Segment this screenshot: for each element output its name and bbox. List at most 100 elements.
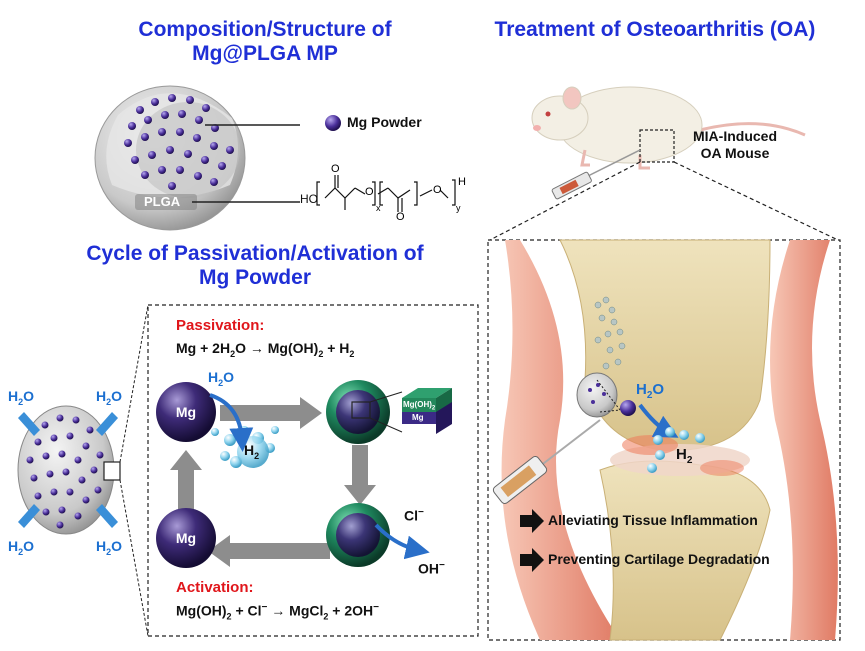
plga-o-right-label: O bbox=[433, 184, 442, 196]
plga-ho-label: HO bbox=[300, 192, 318, 206]
mg-powder-dots-particle bbox=[124, 94, 234, 190]
left-microparticle bbox=[17, 304, 149, 637]
h2o-h: H bbox=[96, 538, 107, 554]
mgoh2-layer-text: Mg(OH) bbox=[403, 400, 432, 409]
cycle-arrows bbox=[170, 397, 376, 567]
chloride-label: Cl− bbox=[404, 507, 424, 524]
h2o-h: H bbox=[96, 388, 107, 404]
activation-eq-c: → MgCl bbox=[267, 602, 324, 619]
water-attack-arrow bbox=[209, 393, 254, 452]
cycle-h2o-label: H2O bbox=[208, 369, 234, 388]
mg-sphere-top-left bbox=[156, 382, 216, 442]
mia-label: MIA-Induced OA Mouse bbox=[690, 128, 780, 162]
injected-particles bbox=[594, 296, 626, 370]
activation-eq-c-sub: 2 bbox=[323, 611, 329, 622]
mouse-syringe bbox=[551, 149, 641, 200]
activation-eq-a-sub: 2 bbox=[226, 611, 232, 622]
h2-h: H bbox=[676, 446, 687, 463]
passivation-eq-b: O → Mg(OH) bbox=[235, 340, 319, 356]
h2-h: H bbox=[244, 442, 255, 458]
plga-o-bottom-label: O bbox=[396, 211, 405, 223]
h2o-o: O bbox=[23, 388, 35, 404]
mouse-knee-box bbox=[639, 129, 675, 163]
mia-label-line1: MIA-Induced bbox=[693, 128, 777, 144]
knee-h2-bubbles bbox=[647, 427, 705, 473]
h2o-label-bottom-left: H2O bbox=[8, 538, 34, 557]
cycle-title: Cycle of Passivation/Activation of Mg Po… bbox=[40, 242, 470, 290]
h2-sub: 2 bbox=[254, 450, 260, 461]
cycle-title-line2: Mg Powder bbox=[198, 266, 311, 289]
mg-powder-legend-dot bbox=[325, 115, 341, 131]
passivation-equation: Mg + 2H2O → Mg(OH)2 + H2 bbox=[176, 340, 354, 359]
activation-eq-b: + Cl bbox=[231, 602, 262, 619]
knee-h2o-label: H2O bbox=[636, 381, 664, 401]
effect-item-1: Alleviating Tissue Inflammation bbox=[548, 512, 758, 528]
cl-sup: − bbox=[418, 507, 424, 518]
composition-title: Composition/Structure of Mg@PLGA MP bbox=[100, 18, 430, 66]
oh-sup: − bbox=[439, 560, 445, 571]
h2o-label-bottom-right: H2O bbox=[96, 538, 122, 557]
effect-arrow-1 bbox=[520, 509, 544, 533]
oh-text: OH bbox=[418, 560, 439, 577]
composition-title-line2: Mg@PLGA MP bbox=[192, 42, 338, 65]
h2o-h: H bbox=[636, 381, 647, 398]
h2o-label-top-left: H2O bbox=[8, 388, 34, 407]
mg-powder-label: Mg Powder bbox=[347, 114, 422, 130]
cycle-h2-label: H2 bbox=[244, 442, 259, 461]
h2o-h: H bbox=[8, 538, 19, 554]
composition-title-line1: Composition/Structure of bbox=[138, 18, 392, 41]
effect-item-2: Preventing Cartilage Degradation bbox=[548, 551, 770, 567]
knee-syringe bbox=[492, 419, 601, 505]
mg-sphere-bottom-left bbox=[156, 508, 216, 568]
plga-o-mid-label: O bbox=[365, 186, 374, 198]
chloride-exchange-arrow bbox=[374, 523, 430, 560]
plga-label: PLGA bbox=[144, 194, 181, 209]
mg-layer-label: Mg bbox=[412, 413, 424, 422]
passivation-eq-b-sub: 2 bbox=[318, 348, 324, 359]
activation-eq-a: Mg(OH) bbox=[176, 602, 227, 619]
activation-eq-b-sup: − bbox=[261, 602, 268, 613]
mia-label-line2: OA Mouse bbox=[700, 145, 770, 161]
h2o-sub: 2 bbox=[18, 396, 24, 407]
microparticle-cutaway bbox=[94, 85, 341, 231]
h2o-o: O bbox=[111, 538, 123, 554]
mg-label-top-left: Mg bbox=[175, 404, 197, 420]
hydroxide-label: OH− bbox=[418, 560, 445, 577]
activation-equation: Mg(OH)2 + Cl− → MgCl2 + 2OH− bbox=[176, 602, 379, 621]
h2o-sub: 2 bbox=[106, 396, 112, 407]
h2o-h: H bbox=[8, 388, 19, 404]
layer-block bbox=[402, 388, 452, 434]
h2o-o: O bbox=[111, 388, 123, 404]
treatment-title: Treatment of Osteoarthritis (OA) bbox=[494, 18, 816, 41]
h2o-h: H bbox=[208, 369, 219, 385]
mgoh2-layer-label: Mg(OH)2 bbox=[403, 400, 435, 412]
h2o-sub: 2 bbox=[646, 390, 653, 401]
h2o-label-top-right: H2O bbox=[96, 388, 122, 407]
layer-zoom-box bbox=[351, 401, 371, 419]
h2o-inflow-arrows bbox=[18, 412, 118, 528]
activation-heading: Activation: bbox=[176, 579, 254, 596]
passivation-eq-c: + H bbox=[323, 340, 350, 356]
h2o-o: O bbox=[223, 369, 235, 385]
mgoh2-layer-sub: 2 bbox=[431, 405, 436, 412]
plga-structure bbox=[316, 175, 456, 212]
effect-arrow-2 bbox=[520, 548, 544, 572]
passivation-eq-a-sub: 2 bbox=[230, 348, 236, 359]
plga-y-label: y bbox=[456, 203, 461, 213]
mg-label-bottom-left: Mg bbox=[175, 530, 197, 546]
passivation-eq-c-sub: 2 bbox=[349, 348, 355, 359]
activation-eq-d-sup: − bbox=[373, 602, 379, 613]
activation-eq-d: + 2OH bbox=[328, 602, 374, 619]
plga-o-top-label: O bbox=[331, 163, 340, 175]
cl-text: Cl bbox=[404, 507, 418, 524]
h2-sub: 2 bbox=[686, 455, 693, 466]
h2o-o: O bbox=[652, 381, 665, 398]
h2o-sub: 2 bbox=[18, 546, 24, 557]
h2o-sub: 2 bbox=[106, 546, 112, 557]
plga-h-label: H bbox=[458, 176, 466, 188]
knee-h2-label: H2 bbox=[676, 446, 692, 466]
plga-x-label: x bbox=[376, 203, 381, 213]
passivation-heading: Passivation: bbox=[176, 317, 265, 334]
h2o-o: O bbox=[23, 538, 35, 554]
